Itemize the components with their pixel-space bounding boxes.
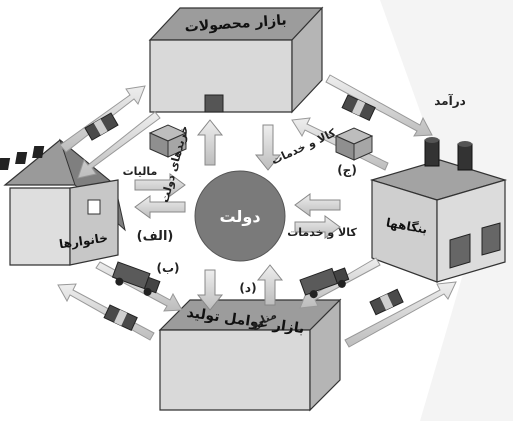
money-icon bbox=[369, 288, 404, 316]
marker-a: (الف) bbox=[137, 229, 174, 244]
money-icon bbox=[341, 94, 376, 122]
households-house: خانوارها bbox=[0, 138, 126, 266]
goods-parcels bbox=[148, 124, 374, 161]
trucks bbox=[111, 261, 350, 299]
arrow-factor-to-household bbox=[57, 283, 155, 341]
parcel-icon bbox=[334, 127, 374, 161]
taxes-label: مالیات bbox=[123, 165, 158, 178]
arrow-transfers-left bbox=[134, 195, 186, 219]
goods-services-right-label: کالا و خدمات bbox=[287, 226, 357, 239]
parcel-icon bbox=[148, 124, 188, 158]
truck-icon bbox=[111, 261, 161, 296]
money-icon bbox=[103, 304, 138, 332]
arrow-income bbox=[325, 74, 433, 137]
arrow-firms-right bbox=[294, 215, 341, 239]
marker-d: (د) bbox=[239, 281, 256, 295]
arrow-resources-up bbox=[256, 264, 284, 306]
firms-factory: بنگاهها bbox=[369, 137, 508, 283]
arrow-firms-left bbox=[294, 193, 341, 217]
truck-icon bbox=[299, 267, 350, 299]
background-shade bbox=[380, 0, 513, 421]
arrow-factor-to-firms bbox=[344, 281, 457, 348]
money-bundles bbox=[84, 94, 404, 332]
arrow-taxes-right bbox=[134, 173, 186, 197]
arrow-goods-down bbox=[254, 124, 282, 171]
income-label: درآمد bbox=[434, 93, 466, 108]
money-icon bbox=[84, 112, 119, 141]
product-market-label: بازار محصولات bbox=[184, 12, 287, 35]
arrow-gov-purchases-up bbox=[196, 119, 224, 166]
marker-c: (ج) bbox=[337, 163, 357, 177]
government-label: دولت bbox=[219, 207, 260, 226]
arrow-product-to-household bbox=[77, 111, 161, 179]
product-market-box: بازار محصولات bbox=[148, 6, 324, 114]
factor-market-box: بازار عوامل تولید bbox=[158, 298, 342, 412]
government-node: دولت bbox=[194, 170, 286, 262]
marker-b: (ب) bbox=[156, 261, 179, 275]
arrow-bottom-down bbox=[196, 269, 224, 311]
